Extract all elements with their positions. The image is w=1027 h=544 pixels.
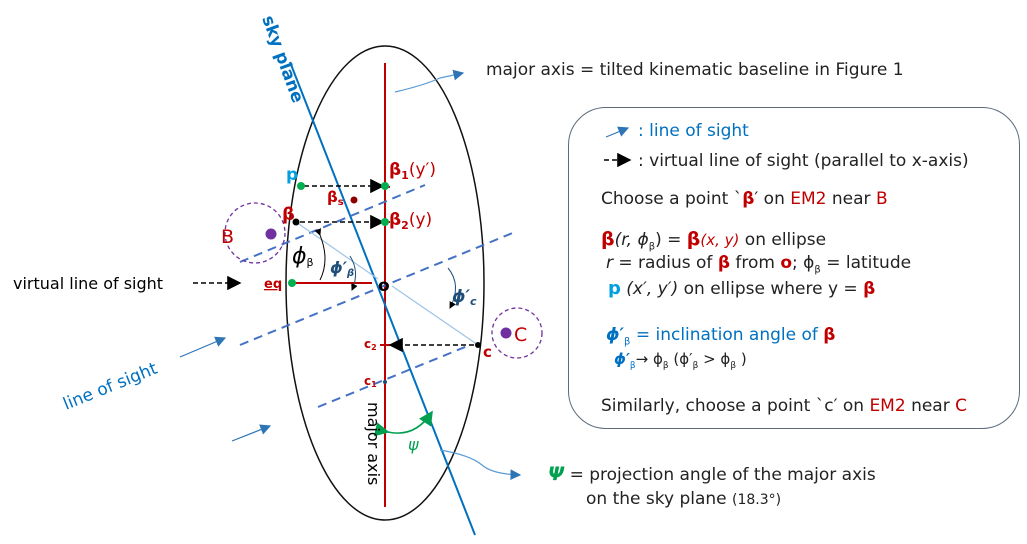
- legend-vlos: : virtual line of sight (parallel to x-a…: [638, 151, 969, 171]
- arc-psi: [373, 410, 433, 437]
- arrow-relation-line: ϕ′β→ ϕβ (ϕ′β > ϕβ ): [614, 350, 747, 371]
- radius-beta: [295, 221, 379, 280]
- dot-B: [265, 228, 277, 240]
- label-B: B: [221, 226, 234, 248]
- label-c2: c2: [364, 337, 377, 352]
- dot-betas: [350, 196, 358, 204]
- arc-phi-beta-prime: [349, 255, 358, 291]
- psi-note-pointer: [439, 449, 522, 481]
- psi-note-line1: Ψ = projection angle of the major axis: [548, 463, 876, 485]
- inclination-line: ϕ′β = inclination angle of β: [606, 325, 836, 348]
- los-dashed-lower: [317, 344, 471, 408]
- psi-note-value: (18.3°): [732, 492, 782, 508]
- legend-box: [568, 107, 1020, 429]
- label-psi: ψ: [408, 435, 419, 454]
- label-phi-beta-prime: ϕ′β: [330, 258, 354, 279]
- dot-p: [297, 182, 305, 190]
- dot-beta2: [381, 218, 389, 226]
- label-p: p: [286, 165, 298, 185]
- dot-beta: [292, 218, 300, 226]
- label-c1: c1: [364, 374, 377, 389]
- major-axis-note: major axis = tilted kinematic baseline i…: [486, 60, 904, 80]
- circle-B: [224, 202, 286, 264]
- virtual-los-label: virtual line of sight: [13, 274, 163, 293]
- label-phi-beta: ϕβ: [292, 244, 314, 269]
- eq2-line: r = radius of β from o; ϕβ = latitude: [606, 253, 912, 276]
- choose-beta-line: Choose a point `β′ on EM2 near B: [601, 189, 888, 209]
- ellipse-em2: [285, 45, 485, 521]
- legend-los: : line of sight: [638, 121, 749, 141]
- dot-c1: [383, 380, 387, 384]
- major-axis-label: major axis: [364, 402, 383, 485]
- major-axis-note-pointer: [394, 69, 465, 93]
- psi-note-symbol: Ψ: [548, 463, 565, 485]
- arc-phi-c-prime: [447, 267, 456, 309]
- los-arrow-2: [231, 424, 272, 442]
- arc-phi-beta: [314, 228, 326, 281]
- label-c: c: [483, 343, 492, 361]
- los-arrow-1: [179, 336, 227, 358]
- circle-C: [491, 307, 543, 359]
- psi-note-line2: on the sky plane (18.3°): [586, 489, 781, 509]
- label-o: o: [378, 276, 390, 296]
- los-dashed-upper: [239, 184, 426, 263]
- line-of-sight-label: line of sight: [60, 359, 160, 415]
- sky-plane-line: [289, 61, 476, 536]
- los-arrow-legend: [605, 126, 630, 138]
- label-phi-c-prime: ϕ′c: [452, 287, 477, 308]
- dot-C: [500, 327, 512, 339]
- eq1-line: β(r, ϕβ) = β(x, y) on ellipse: [601, 228, 827, 253]
- radius-c: [391, 285, 479, 346]
- psi-note-text1: = projection angle of the major axis: [569, 465, 876, 485]
- los-dashed-middle: [239, 231, 516, 346]
- dot-eq: [288, 279, 296, 287]
- label-C: C: [514, 324, 527, 346]
- psi-note-text2: on the sky plane: [586, 489, 727, 509]
- label-eq: eq: [264, 277, 282, 292]
- label-beta1: β1(y′): [389, 160, 436, 182]
- similarly-line: Similarly, choose a point `c′ on EM2 nea…: [601, 396, 967, 416]
- label-beta-s: βs: [327, 188, 344, 208]
- label-beta: β: [282, 204, 295, 225]
- label-beta2: β2(y): [389, 210, 432, 232]
- eq3-line: p (x′, y′) on ellipse where y = β: [608, 278, 876, 299]
- dot-beta1: [381, 182, 389, 190]
- sky-plane-label: sky plane: [257, 13, 307, 106]
- dot-c: [475, 342, 481, 348]
